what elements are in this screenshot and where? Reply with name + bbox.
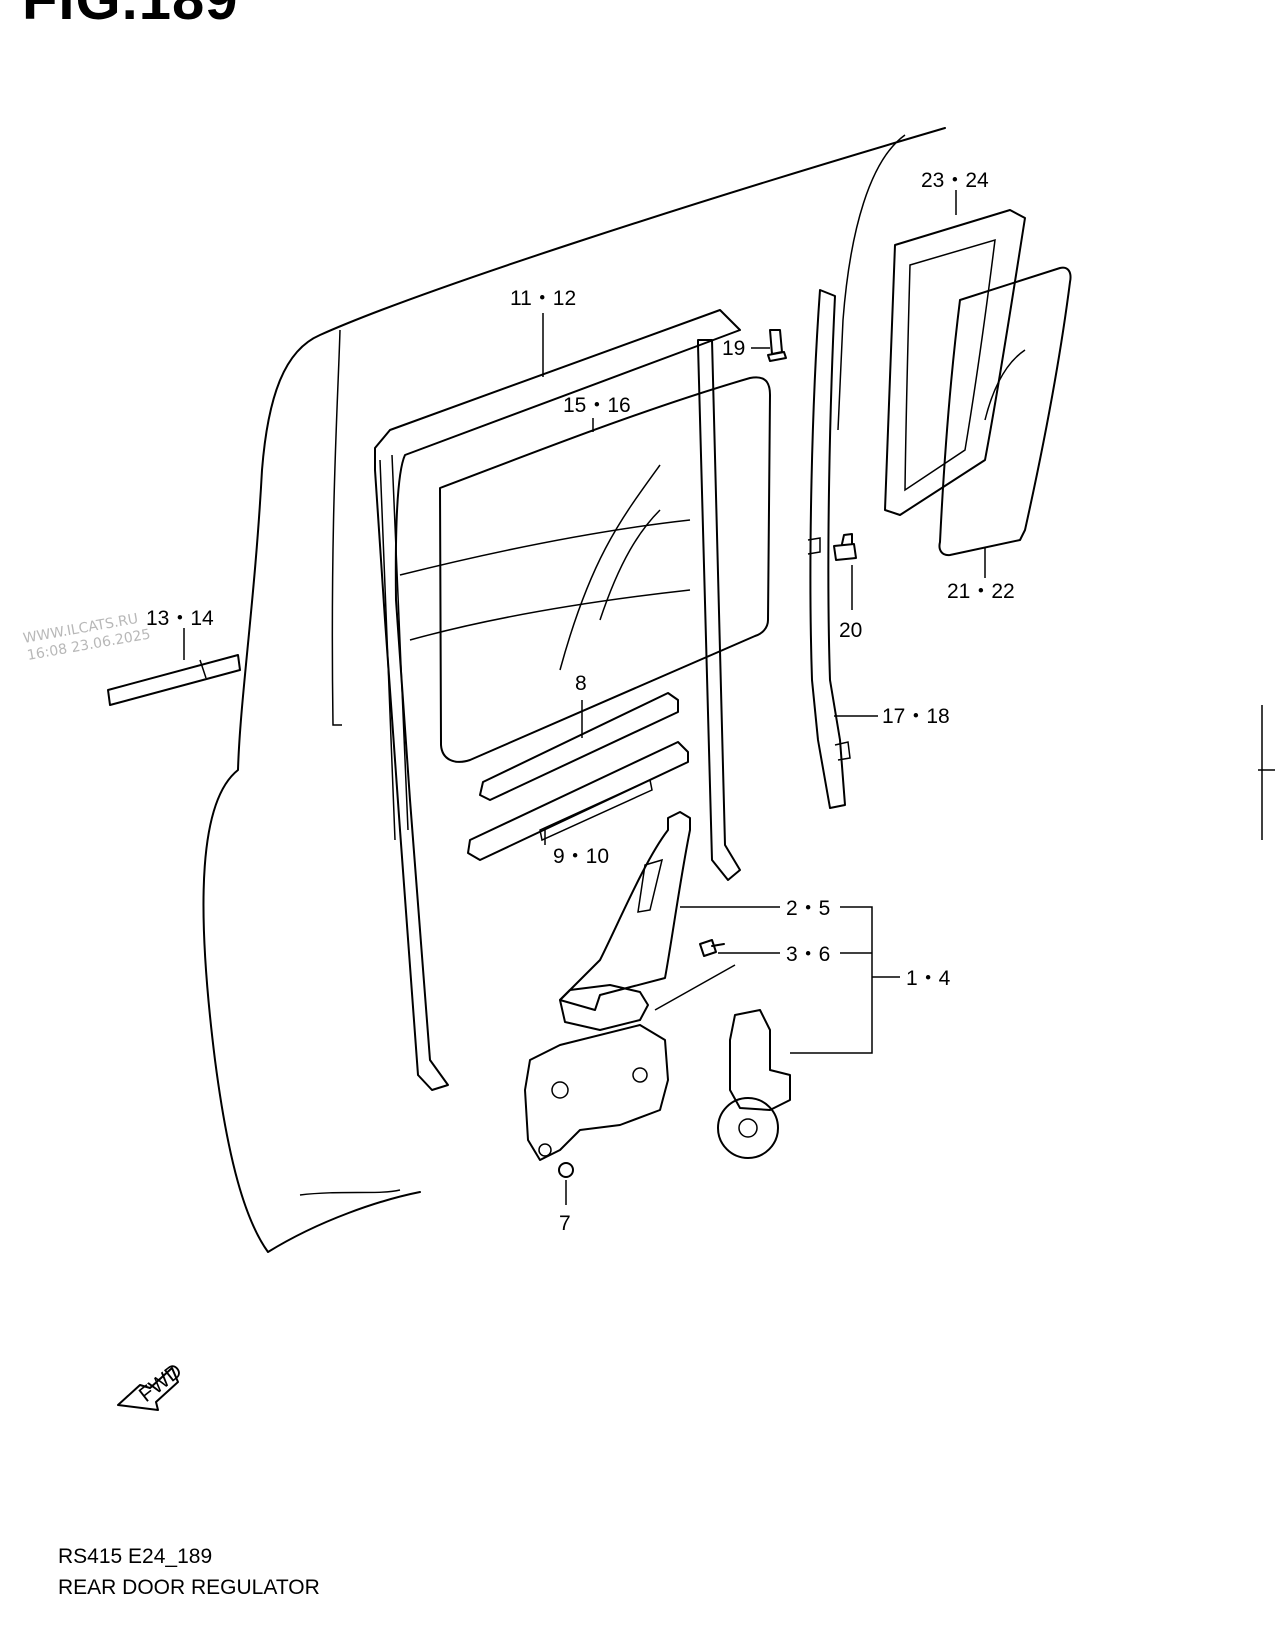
window-motor: [729, 1009, 791, 1111]
regulator-sector-gear: [559, 984, 649, 1031]
inner-weatherstrip-detail: [539, 778, 653, 842]
callout-20: 20: [839, 619, 862, 642]
door-belt-line: [399, 519, 691, 576]
callout-11-12: 11・12: [510, 287, 576, 310]
regulator-hole-1: [551, 1081, 569, 1099]
belt-molding: [107, 654, 241, 706]
door-belt-line-2: [409, 589, 691, 641]
callout-19: 19: [722, 337, 745, 360]
diagram-caption: REAR DOOR REGULATOR: [58, 1576, 320, 1599]
fwd-arrow: [117, 1367, 179, 1411]
leader-1-4-regulator: [654, 964, 736, 1011]
door-glass: [439, 376, 771, 763]
bolt-3-6: [699, 939, 725, 957]
regulator-hole-3: [538, 1143, 552, 1157]
model-code: RS415 E24_189: [58, 1545, 213, 1568]
callout-17-18: 17・18: [882, 705, 950, 728]
quarter-glass: [938, 266, 1072, 557]
run-channel: [697, 339, 741, 881]
inner-weatherstrip: [467, 741, 689, 861]
door-bottom-inner: [299, 1189, 401, 1196]
glass-reflection: [559, 464, 661, 671]
callout-21-22: 21・22: [947, 580, 1015, 603]
bolt-20: [833, 533, 857, 561]
figure-title: FIG.189: [22, 0, 239, 33]
callout-9-10: 9・10: [553, 845, 609, 868]
leader-1-4-bracket: [790, 906, 900, 1054]
screw-19: [767, 329, 787, 362]
window-regulator: [559, 811, 691, 1011]
callout-3-6: 3・6: [786, 943, 830, 966]
door-panel-outline: [202, 127, 946, 1253]
sash-inner-line: [379, 454, 409, 841]
callout-7: 7: [559, 1212, 571, 1235]
outer-weatherstrip: [479, 692, 679, 801]
door-sash-frame: [374, 309, 741, 1091]
motor-gear-hub: [738, 1118, 758, 1138]
regulator-slot: [637, 858, 664, 913]
belt-molding-clip: [199, 659, 207, 679]
door-top-curve: [331, 329, 342, 726]
quarter-weatherstrip-inner: [904, 238, 996, 492]
screw-7: [558, 1162, 574, 1178]
fwd-label: FWD: [135, 1359, 187, 1407]
callout-13-14: 13・14: [146, 607, 214, 630]
callout-1-4: 1・4: [906, 967, 951, 990]
callout-15-16: 15・16: [563, 394, 631, 417]
regulator-base-plate: [524, 1024, 669, 1161]
callout-23-24: 23・24: [921, 169, 989, 192]
quarter-glass-reflection: [984, 349, 1026, 421]
channel-bracket: [807, 537, 851, 761]
callout-2-5: 2・5: [786, 897, 830, 920]
callout-8: 8: [575, 672, 587, 695]
regulator-hole-2: [632, 1067, 648, 1083]
leader-edge: [1258, 705, 1275, 840]
motor-gear-housing: [717, 1097, 779, 1159]
rear-division-channel: [809, 289, 846, 809]
door-inner-line: [837, 134, 906, 431]
